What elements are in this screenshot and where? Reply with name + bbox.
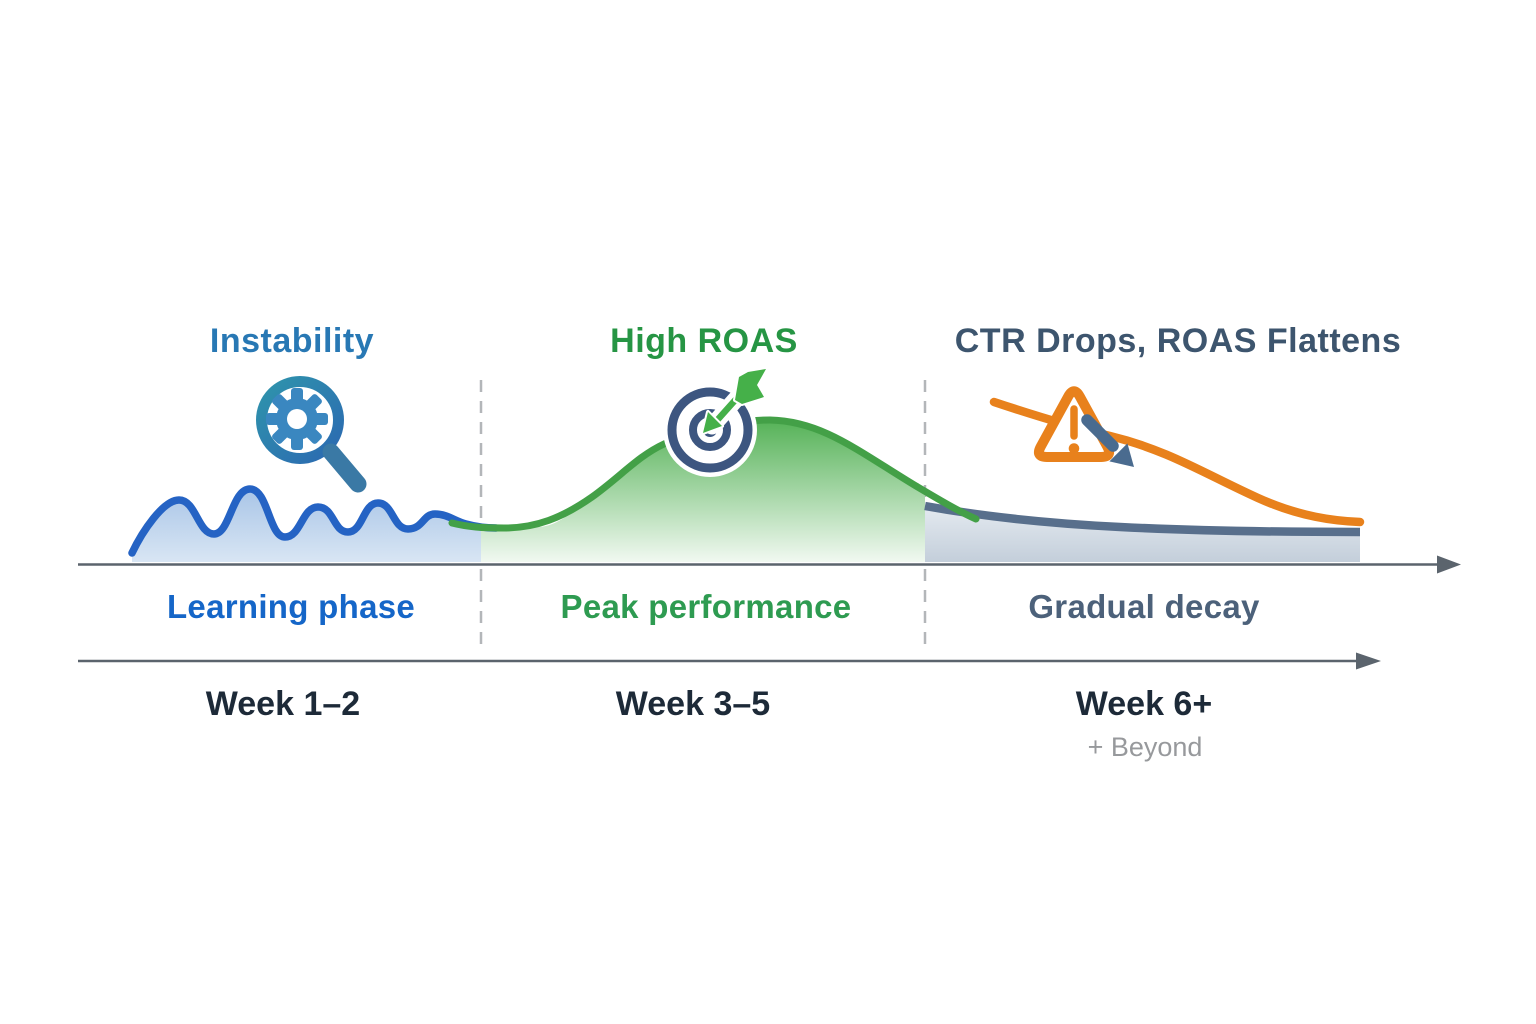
phase-label-learning: Learning phase [167, 588, 415, 625]
section-title-instability: Instability [210, 322, 374, 360]
learning-curve-fill [132, 489, 481, 562]
gear-icon [266, 388, 328, 450]
phase-label-decay: Gradual decay [1028, 588, 1260, 625]
target-dart-icon [663, 367, 768, 477]
decline-arrow-icon [1081, 414, 1134, 467]
phase-label-peak: Peak performance [561, 588, 852, 625]
magnifier-handle [322, 443, 367, 493]
peak-curve-fill [481, 420, 925, 562]
learning-curve-stroke [128, 485, 500, 557]
week-axis [78, 652, 1381, 670]
gear-magnifier-icon [256, 376, 367, 493]
warning-triangle-icon [1033, 386, 1115, 462]
week-label-3-5: Week 3–5 [616, 685, 770, 723]
dart-icon [701, 367, 768, 435]
decay-curve-fill [925, 506, 1360, 562]
decay-curve-stroke [924, 501, 1361, 537]
week-label-1-2: Week 1–2 [206, 685, 360, 723]
section-title-high-roas: High ROAS [610, 322, 798, 360]
timeline-axis [78, 555, 1461, 574]
section-title-ctr-drops: CTR Drops, ROAS Flattens [955, 322, 1401, 360]
week-label-6-plus: Week 6+ [1076, 685, 1212, 723]
week-sublabel-beyond: + Beyond [1088, 732, 1203, 762]
warning-exclamation-dot [1068, 443, 1080, 454]
timeline-axis-arrowhead [1437, 555, 1461, 574]
week-axis-arrowhead [1356, 652, 1381, 670]
target-outer-ring [667, 387, 753, 473]
